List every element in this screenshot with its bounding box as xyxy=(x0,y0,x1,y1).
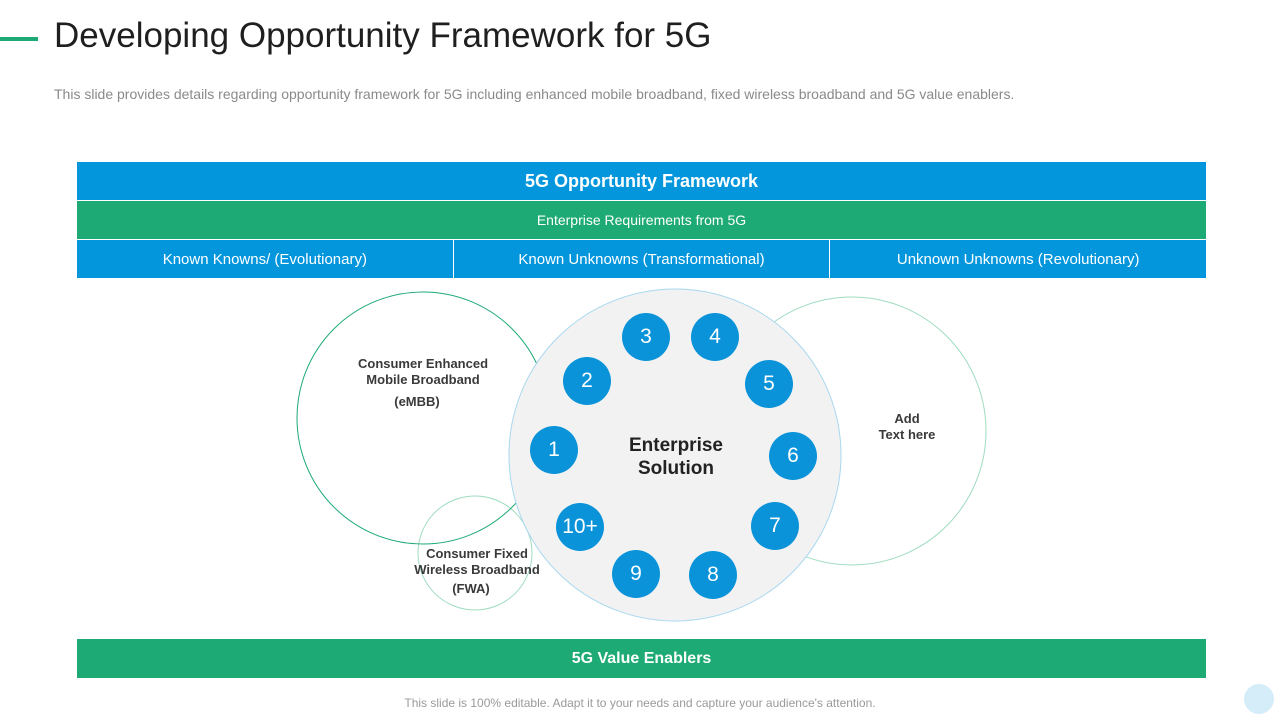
corner-decoration xyxy=(1244,684,1274,714)
number-badge-6: 6 xyxy=(769,432,817,480)
page-subtitle: This slide provides details regarding op… xyxy=(54,86,1015,102)
embb-circle xyxy=(296,291,550,545)
number-badge-1: 1 xyxy=(530,426,578,474)
number-badge-3: 3 xyxy=(622,313,670,361)
footer-note: This slide is 100% editable. Adapt it to… xyxy=(404,696,876,710)
add-text-label: Add Text here xyxy=(878,411,936,442)
fwa-label: Consumer Fixed Wireless Broadband (FWA) xyxy=(414,546,540,596)
number-badge-8: 8 xyxy=(689,551,737,599)
framework-columns-row: Known Knowns/ (Evolutionary) Known Unkno… xyxy=(77,240,1207,278)
enterprise-solution-label: Enterprise Solution xyxy=(629,435,723,479)
fwa-circle xyxy=(417,495,533,611)
number-badge-7: 7 xyxy=(751,502,799,550)
number-badge-5: 5 xyxy=(745,360,793,408)
opportunity-framework-table: 5G Opportunity Framework Enterprise Requ… xyxy=(77,162,1207,278)
number-badge-9: 9 xyxy=(612,550,660,598)
number-badge-10-plus: 10+ xyxy=(556,503,604,551)
number-badge-4: 4 xyxy=(691,313,739,361)
framework-column-known-knowns: Known Knowns/ (Evolutionary) xyxy=(77,240,453,278)
framework-column-known-unknowns: Known Unknowns (Transformational) xyxy=(452,240,830,278)
embb-label: Consumer Enhanced Mobile Broadband (eMBB… xyxy=(357,356,489,409)
title-accent-bar xyxy=(0,37,38,41)
page-title: Developing Opportunity Framework for 5G xyxy=(54,16,712,55)
framework-requirements-row: Enterprise Requirements from 5G xyxy=(77,201,1206,239)
framework-header: 5G Opportunity Framework xyxy=(77,162,1206,200)
framework-column-unknown-unknowns: Unknown Unknowns (Revolutionary) xyxy=(829,240,1207,278)
value-enablers-bar: 5G Value Enablers xyxy=(77,639,1206,678)
number-badge-2: 2 xyxy=(563,357,611,405)
